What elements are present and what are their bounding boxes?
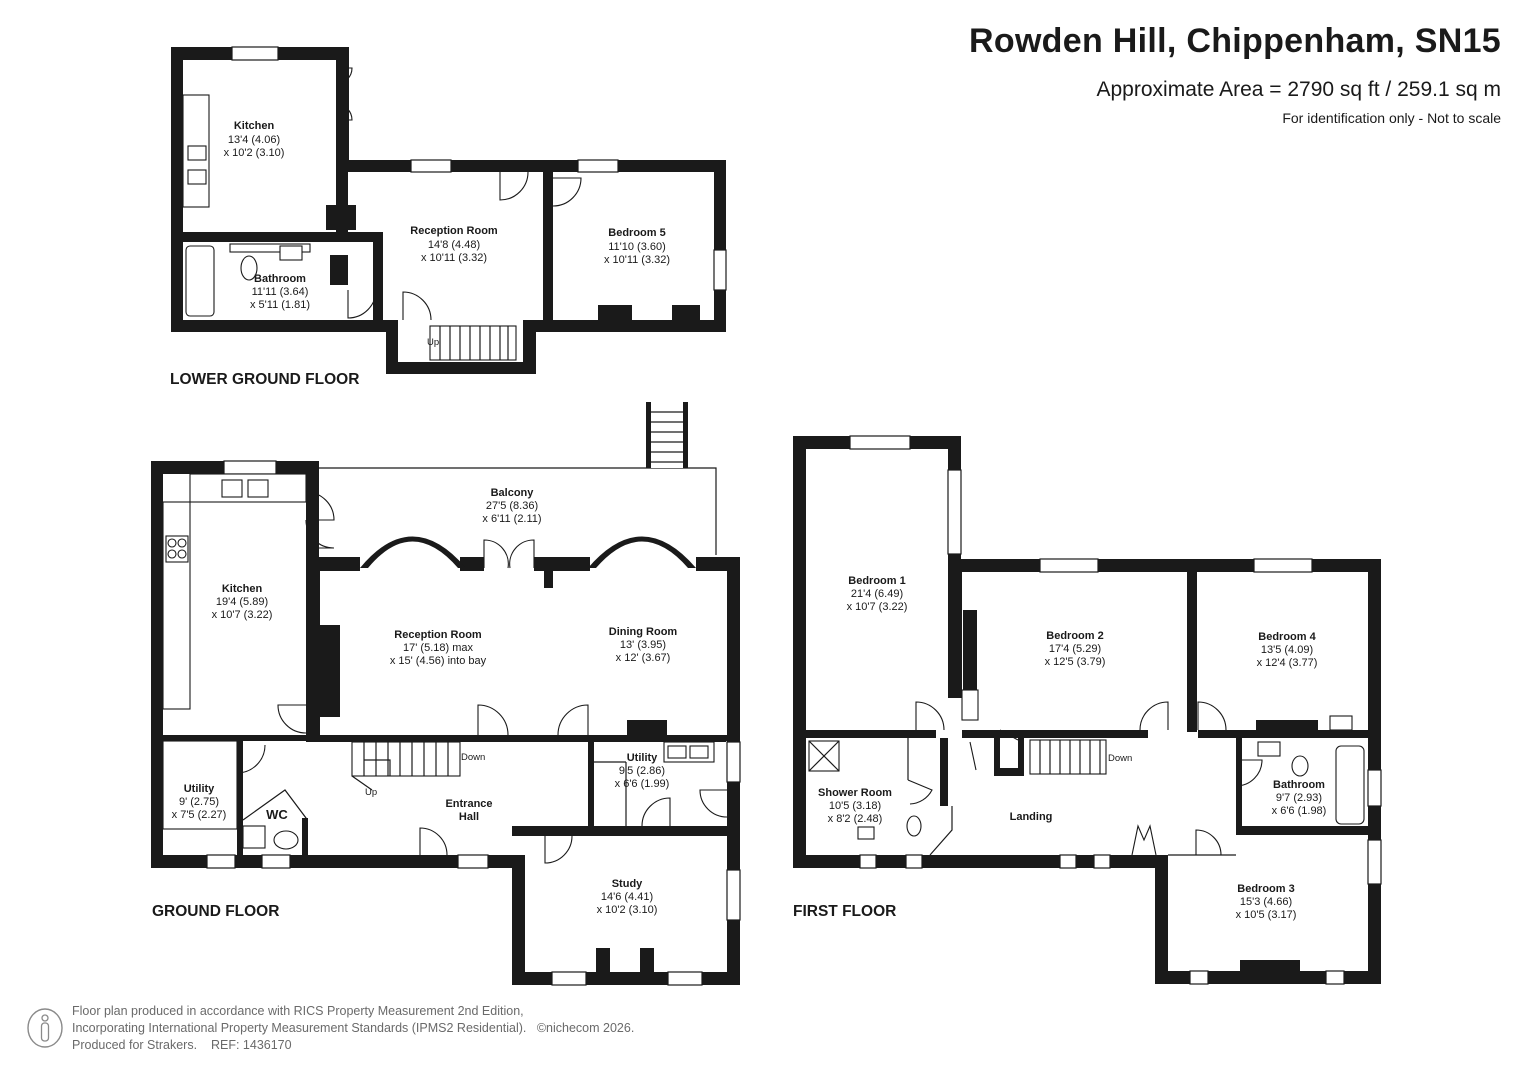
lg-reception-name: Reception Room (410, 225, 498, 237)
lg-kitchen-dim1: 13'4 (4.06) (228, 134, 280, 146)
ff-bedroom3-name: Bedroom 3 (1237, 883, 1294, 895)
first-doors (907, 701, 1263, 856)
lower-ground-walls (171, 47, 726, 374)
ff-bathroom-dim1: 9'7 (2.93) (1276, 792, 1322, 804)
disclaimer-note: For identification only - Not to scale (1282, 110, 1501, 126)
gf-dining-dim2: x 12' (3.67) (616, 652, 671, 664)
gf-dining-name: Dining Room (609, 626, 678, 638)
gf-hall-name2: Hall (459, 811, 479, 823)
ff-stair-down-label: Down (1108, 753, 1132, 764)
gf-kitchen-name: Kitchen (222, 583, 263, 595)
lower-ground-floor-label: LOWER GROUND FLOOR (170, 371, 359, 388)
gf-reception-name: Reception Room (394, 629, 482, 641)
gf-wc-name: WC (266, 807, 288, 822)
gf-utility-right-dim1: 9'5 (2.86) (619, 765, 665, 777)
gf-kitchen-dim1: 19'4 (5.89) (216, 596, 268, 608)
ff-bedroom2-name: Bedroom 2 (1046, 630, 1103, 642)
gf-balcony-dim1: 27'5 (8.36) (486, 500, 538, 512)
footer-line-2-row: Incorporating International Property Mea… (72, 1020, 634, 1037)
lg-stair-up-label: Up (427, 337, 439, 348)
gf-study-name: Study (612, 878, 643, 890)
first-floor-label: FIRST FLOOR (793, 903, 896, 920)
footer-line-2: Incorporating International Property Mea… (72, 1021, 527, 1035)
footer-line-3: Produced for Strakers. (72, 1038, 198, 1052)
gf-utility-right-dim2: x 6'6 (1.99) (615, 778, 670, 790)
lg-kitchen-name: Kitchen (234, 120, 275, 132)
lg-bathroom-dim1: 11'11 (3.64) (252, 286, 309, 298)
lower-ground-fixtures (182, 94, 517, 361)
gf-kitchen-dim2: x 10'7 (3.22) (212, 609, 273, 621)
ff-shower-name: Shower Room (818, 787, 892, 799)
lg-bedroom5-name: Bedroom 5 (608, 227, 665, 239)
lower-ground-windows (231, 46, 727, 291)
lg-bedroom5-dim2: x 10'11 (3.32) (604, 254, 670, 266)
footer-line-1: Floor plan produced in accordance with R… (72, 1004, 524, 1018)
ff-landing-name: Landing (1010, 811, 1053, 823)
ff-bathroom-dim2: x 6'6 (1.98) (1272, 805, 1327, 817)
footer-copyright: ©nichecom 2026. (536, 1021, 635, 1035)
footer-ref: REF: 1436170 (210, 1038, 292, 1052)
gf-reception-dim1: 17' (5.18) max (403, 642, 473, 654)
ipms-person-logo-icon (27, 1008, 63, 1048)
ff-shower-dim1: 10'5 (3.18) (829, 800, 881, 812)
lg-reception-dim1: 14'8 (4.48) (428, 239, 480, 251)
property-title: Rowden Hill, Chippenham, SN15 (969, 22, 1501, 60)
ff-bedroom3-dim1: 15'3 (4.66) (1240, 896, 1292, 908)
gf-utility-right-name: Utility (627, 752, 658, 764)
ff-shower-dim2: x 8'2 (2.48) (828, 813, 883, 825)
ground-floor-plan: Balcony 27'5 (8.36) x 6'11 (2.11) Kitche… (151, 402, 741, 986)
first-labels: Bedroom 1 21'4 (6.49) x 10'7 (3.22) Bedr… (793, 575, 1326, 921)
gf-study-dim1: 14'6 (4.41) (601, 891, 653, 903)
ff-bedroom2-dim1: 17'4 (5.29) (1049, 643, 1101, 655)
ff-bedroom1-dim2: x 10'7 (3.22) (847, 601, 908, 613)
ground-windows (206, 460, 741, 986)
gf-utility-left-dim2: x 7'5 (2.27) (172, 809, 227, 821)
lg-kitchen-dim2: x 10'2 (3.10) (224, 147, 285, 159)
approximate-area: Approximate Area = 2790 sq ft / 259.1 sq… (1096, 78, 1502, 101)
lower-ground-labels: Kitchen 13'4 (4.06) x 10'2 (3.10) Recept… (170, 120, 670, 388)
ground-walls (151, 402, 740, 985)
gf-study-dim2: x 10'2 (3.10) (597, 904, 658, 916)
gf-utility-left-name: Utility (184, 783, 215, 795)
ground-labels: Balcony 27'5 (8.36) x 6'11 (2.11) Kitche… (152, 487, 677, 920)
gf-utility-left-dim1: 9' (2.75) (179, 796, 219, 808)
ground-doors (236, 491, 728, 864)
gf-stair-up-label: Up (365, 787, 377, 798)
first-floor-plan: Bedroom 1 21'4 (6.49) x 10'7 (3.22) Bedr… (793, 435, 1382, 985)
ff-bedroom1-name: Bedroom 1 (848, 575, 905, 587)
lg-bathroom-dim2: x 5'11 (1.81) (250, 299, 310, 311)
ground-floor-label: GROUND FLOOR (152, 903, 279, 920)
lower-ground-floor-plan: Kitchen 13'4 (4.06) x 10'2 (3.10) Recept… (170, 46, 727, 388)
first-fixtures (808, 689, 1365, 840)
gf-dining-dim1: 13' (3.95) (620, 639, 666, 651)
first-windows (849, 435, 1382, 985)
ff-bedroom1-dim1: 21'4 (6.49) (851, 588, 903, 600)
ground-fixtures (162, 411, 715, 850)
footer-line-3-row: Produced for Strakers. REF: 1436170 (72, 1037, 634, 1054)
gf-balcony-name: Balcony (491, 487, 535, 499)
ff-bedroom4-dim2: x 12'4 (3.77) (1257, 657, 1318, 669)
ff-bedroom4-name: Bedroom 4 (1258, 631, 1316, 643)
ff-bedroom3-dim2: x 10'5 (3.17) (1236, 909, 1297, 921)
ff-bedroom2-dim2: x 12'5 (3.79) (1045, 656, 1106, 668)
lower-ground-doors (335, 67, 582, 321)
gf-reception-dim2: x 15' (4.56) into bay (390, 655, 487, 667)
lg-bathroom-name: Bathroom (254, 273, 306, 285)
gf-stair-down-label: Down (461, 752, 485, 763)
lg-reception-dim2: x 10'11 (3.32) (421, 252, 487, 264)
ff-bedroom4-dim1: 13'5 (4.09) (1261, 644, 1313, 656)
first-walls (793, 436, 1381, 984)
ff-bathroom-name: Bathroom (1273, 779, 1325, 791)
gf-balcony-dim2: x 6'11 (2.11) (482, 513, 541, 525)
gf-hall-name1: Entrance (445, 798, 492, 810)
lg-bedroom5-dim1: 11'10 (3.60) (608, 241, 666, 253)
footer-notes: Floor plan produced in accordance with R… (72, 1003, 634, 1054)
